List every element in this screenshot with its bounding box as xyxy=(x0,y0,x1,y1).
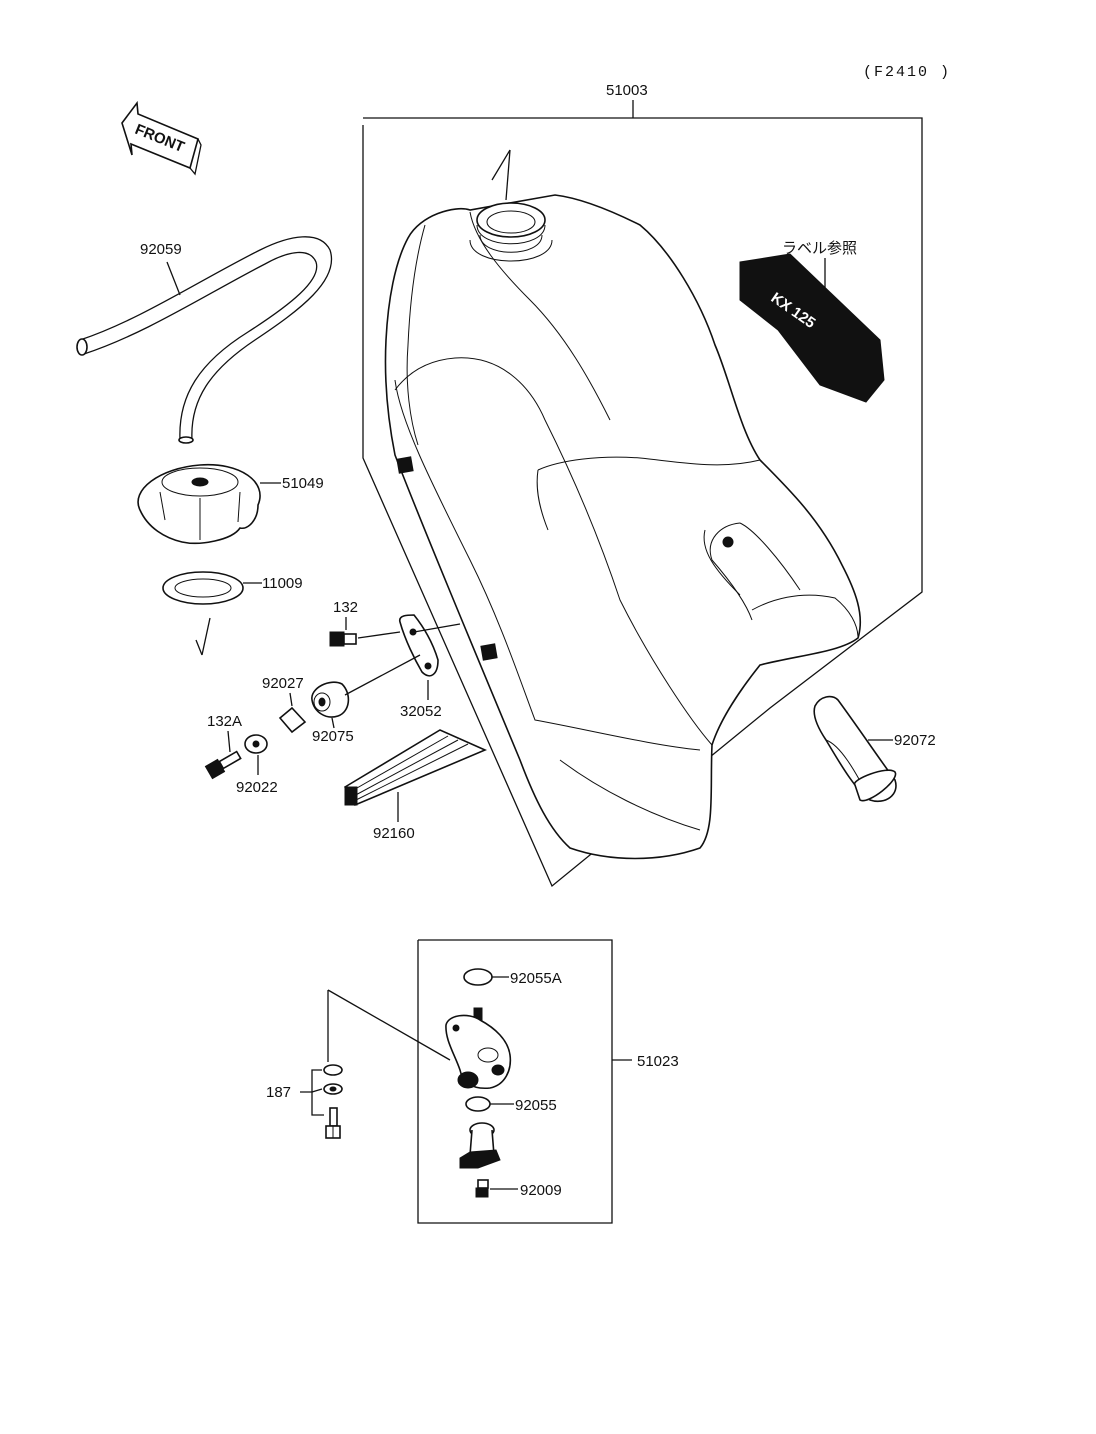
part-label-92059: 92059 xyxy=(140,241,182,258)
part-label-92027: 92027 xyxy=(262,675,304,692)
strap-92072 xyxy=(813,695,897,802)
part-label-187: 187 xyxy=(266,1084,291,1101)
label-reference: ラベル参照 xyxy=(782,240,857,257)
cap-gasket xyxy=(162,571,244,605)
bracket-32052 xyxy=(398,614,439,677)
bolt-132a xyxy=(204,750,242,780)
fuel-cap xyxy=(137,463,261,545)
part-label-51003: 51003 xyxy=(606,82,648,99)
part-label-92022: 92022 xyxy=(236,779,278,796)
bolt-set-187 xyxy=(323,990,343,1139)
kx125-decal: KX 125 xyxy=(739,253,885,403)
oring-92055 xyxy=(465,1096,491,1112)
vent-hose xyxy=(76,236,333,444)
washer-92022 xyxy=(244,734,268,754)
tank-group-outline xyxy=(362,100,923,888)
bolt-132 xyxy=(329,631,357,647)
part-label-92055: 92055 xyxy=(515,1097,557,1114)
part-label-92009: 92009 xyxy=(520,1182,562,1199)
part-label-92072: 92072 xyxy=(894,732,936,749)
fuel-cock-lever xyxy=(459,1122,501,1169)
front-arrow-icon: FRONT xyxy=(121,100,202,176)
part-label-32052: 32052 xyxy=(400,703,442,720)
pad-92160 xyxy=(343,729,488,807)
part-label-132a: 132A xyxy=(207,713,242,730)
damper-92075 xyxy=(311,681,350,718)
figure-code: (F2410 ) xyxy=(863,64,951,81)
part-label-51023: 51023 xyxy=(637,1053,679,1070)
fuel-tank xyxy=(384,194,862,860)
oring-92055a xyxy=(463,968,493,986)
part-label-92075: 92075 xyxy=(312,728,354,745)
part-label-92160: 92160 xyxy=(373,825,415,842)
part-label-51049: 51049 xyxy=(282,475,324,492)
fuel-cock-body xyxy=(445,1007,512,1090)
part-label-132: 132 xyxy=(333,599,358,616)
fuel-cock-group-outline xyxy=(417,939,632,1224)
part-label-11009: 11009 xyxy=(262,575,303,592)
collar-92027 xyxy=(278,706,307,734)
part-label-92055a: 92055A xyxy=(510,970,562,987)
screw-92009 xyxy=(475,1179,489,1198)
